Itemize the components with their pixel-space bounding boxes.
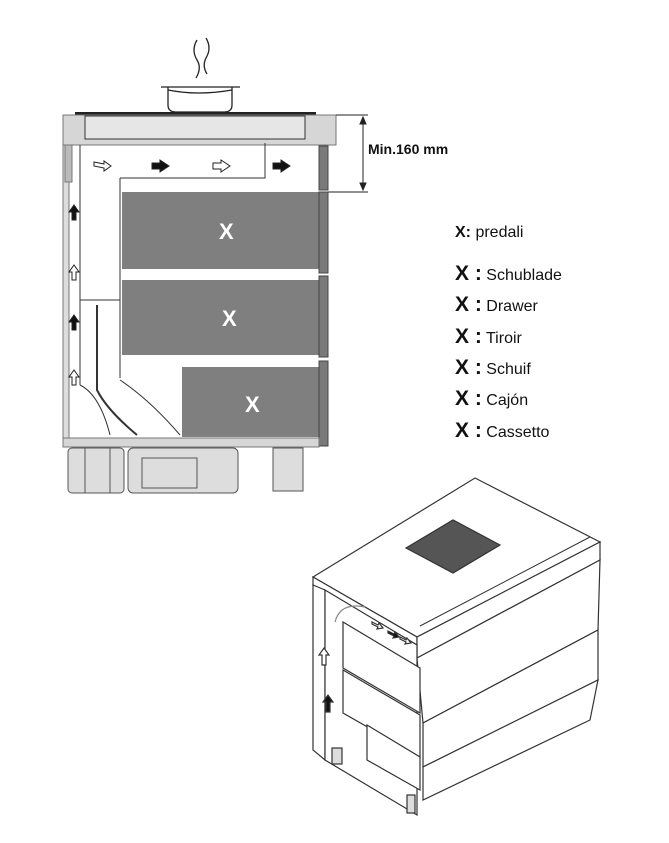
- air-duct: [79, 143, 266, 436]
- drawer-1-marker: X: [219, 219, 234, 244]
- drawer-3: [182, 367, 319, 437]
- hob-glass: [75, 112, 316, 115]
- legend-text: Schuif: [486, 361, 531, 378]
- cabinet-side-wall: [62, 144, 70, 441]
- legend-key: X :: [455, 293, 482, 316]
- legend-item: X : Cassetto: [455, 419, 549, 443]
- legend-key: X :: [455, 262, 482, 285]
- legend-key: X :: [455, 419, 482, 442]
- legend-text: Schublade: [486, 267, 562, 284]
- legend-text: Cassetto: [486, 424, 550, 441]
- legend-text: predali: [475, 224, 524, 241]
- hob-body: [84, 115, 306, 140]
- cabinet-perspective: [311, 477, 602, 817]
- drawer-3-marker: X: [245, 392, 260, 417]
- legend-key: X :: [455, 387, 482, 410]
- drawer-2-marker: X: [222, 306, 237, 331]
- legend-key: X :: [455, 356, 482, 379]
- legend-item: X : Schuif: [455, 356, 531, 380]
- legend-title: X: predali: [455, 224, 523, 242]
- cabinet-feet: [67, 447, 304, 494]
- pot-icon: [161, 37, 240, 113]
- legend-item: X : Tiroir: [455, 325, 522, 349]
- legend-item: X : Schublade: [455, 262, 562, 286]
- downdraft-vent-grille: [404, 519, 502, 574]
- legend-item: X : Drawer: [455, 293, 538, 317]
- legend-item: X : Cajón: [455, 387, 528, 411]
- dimension-label: Min.160 mm: [368, 141, 449, 157]
- airflow-arrows: [68, 159, 291, 386]
- legend-key: X:: [455, 224, 471, 241]
- drawer-fronts: [318, 145, 329, 447]
- cabinet-base: [62, 437, 320, 448]
- legend-text: Tiroir: [486, 330, 522, 347]
- legend-text: Cajón: [486, 392, 529, 409]
- legend-key: X :: [455, 325, 482, 348]
- legend-text: Drawer: [486, 298, 538, 315]
- drawer-2: [122, 280, 319, 355]
- drawer-1: [122, 192, 319, 269]
- dimension-line: [328, 114, 368, 193]
